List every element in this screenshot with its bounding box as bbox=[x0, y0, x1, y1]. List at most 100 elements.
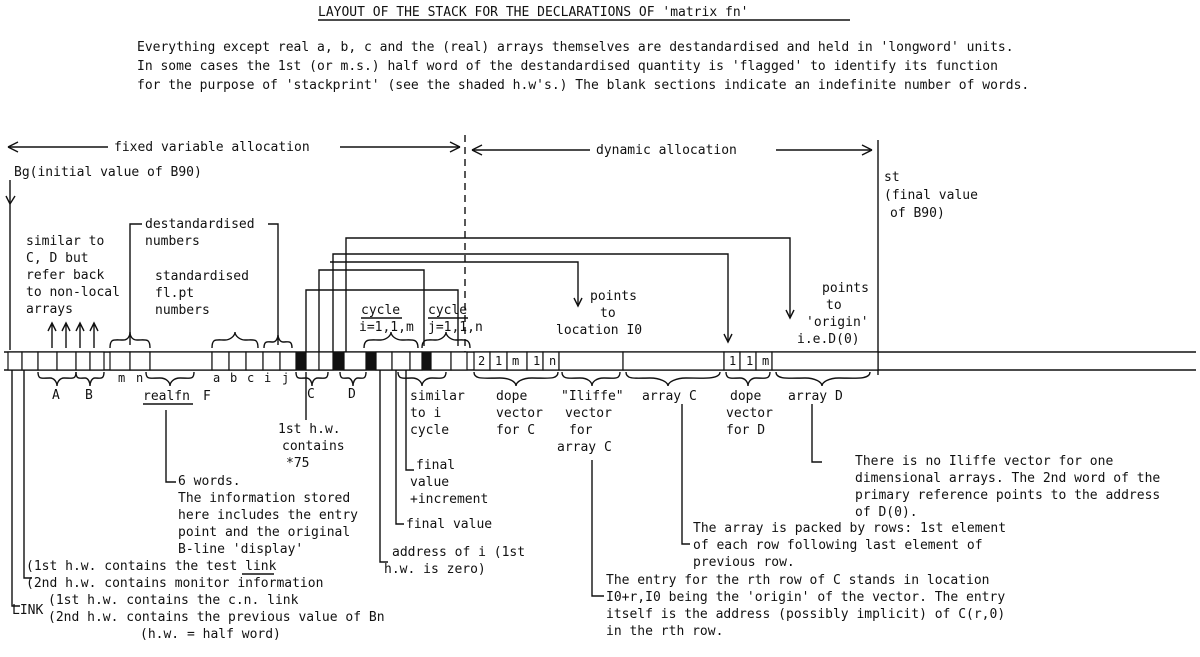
dynamic-arrow-left-head bbox=[471, 144, 483, 156]
fixed-arrow-left-head bbox=[7, 141, 19, 153]
similar-label-2: C, D but bbox=[26, 251, 89, 266]
standardised-label-1: standardised bbox=[155, 269, 249, 284]
destandardised-pointer-right bbox=[268, 223, 279, 345]
stack-cell-4 bbox=[75, 351, 91, 371]
iliffe-note-3: primary reference points to the address bbox=[855, 488, 1160, 503]
stack-cell-21 bbox=[391, 351, 411, 371]
intro-line-3: for the purpose of 'stackprint' (see the… bbox=[137, 78, 1029, 93]
entry-note-1: The entry for the rth row of C stands in… bbox=[606, 573, 990, 588]
final-value-pointer bbox=[395, 370, 404, 525]
label-B: B bbox=[85, 388, 93, 403]
iliffe-label-4: array C bbox=[557, 440, 612, 455]
packed-note-pointer bbox=[681, 404, 690, 545]
pointer-to-dope-d-head bbox=[723, 333, 733, 344]
link-note-3: (h.w. = half word) bbox=[140, 627, 281, 642]
points-i0-label-2: to bbox=[600, 306, 616, 321]
points-i0-label-1: points bbox=[590, 289, 637, 304]
stack-cell-31 bbox=[558, 351, 624, 371]
iliffe-label-1: "Iliffe" bbox=[561, 389, 624, 404]
six-words-5: B-line 'display' bbox=[178, 542, 303, 557]
destandardised-label-1: destandardised bbox=[145, 217, 255, 232]
fixed-allocation-label: fixed variable allocation bbox=[114, 140, 310, 155]
st-label-1: st bbox=[884, 170, 900, 185]
first-hw-3: *75 bbox=[286, 456, 309, 471]
similar-i-2: to i bbox=[410, 406, 441, 421]
test-link-2: (2nd h.w. contains monitor information bbox=[26, 576, 323, 591]
shaded-half-word-17 bbox=[332, 351, 345, 371]
label-D: D bbox=[348, 387, 356, 402]
stack-cell-18 bbox=[343, 351, 367, 371]
stack-cell-25 bbox=[450, 351, 468, 371]
dynamic-arrow-right-head bbox=[861, 144, 873, 156]
fixed-arrow-right-head bbox=[449, 141, 461, 153]
pointer-outer-1 bbox=[305, 289, 459, 352]
stack-cell-8 bbox=[149, 351, 213, 371]
stack-cell-2 bbox=[37, 351, 58, 371]
dope-d-cell-2: 1 bbox=[746, 354, 753, 368]
destandardised-pointer bbox=[129, 223, 142, 345]
cell-label-j: j bbox=[282, 371, 289, 385]
lower-braces bbox=[37, 371, 871, 387]
link-label: LINK bbox=[12, 603, 43, 618]
similar-label-4: to non-local bbox=[26, 285, 120, 300]
shaded-half-word-14 bbox=[295, 351, 307, 371]
six-words-3: here includes the entry bbox=[178, 508, 358, 523]
cycle-j-range: j=1,1,n bbox=[428, 320, 483, 335]
cell-label-i: i bbox=[264, 371, 271, 385]
stack-cell-5 bbox=[89, 351, 105, 371]
dope-c-cell-5: n bbox=[549, 354, 556, 368]
bg-pointer-head bbox=[5, 195, 16, 206]
entry-note-4: in the rth row. bbox=[606, 624, 723, 639]
bg-label: Bg(initial value of B90) bbox=[14, 165, 202, 180]
array-d-label: array D bbox=[788, 389, 843, 404]
points-origin-label-2: to bbox=[826, 298, 842, 313]
first-hw-1: 1st h.w. bbox=[278, 422, 341, 437]
points-origin-label-4: i.e.D(0) bbox=[797, 332, 860, 347]
st-label-3: of B90) bbox=[890, 206, 945, 221]
stack-cell-1 bbox=[21, 351, 39, 371]
six-words-pointer bbox=[165, 410, 176, 483]
iliffe-label-3: for bbox=[569, 423, 593, 438]
dope-c-cell-3: m bbox=[512, 354, 519, 368]
cell-label-m: m bbox=[118, 371, 125, 385]
stack-cell-3 bbox=[56, 351, 77, 371]
shaded-half-word-19 bbox=[365, 351, 377, 371]
pointer-to-i0 bbox=[330, 261, 579, 306]
shaded-half-word-23 bbox=[421, 351, 432, 371]
address-i-pointer bbox=[379, 370, 388, 563]
final-inc-1: final bbox=[416, 458, 455, 473]
iliffe-note-pointer bbox=[811, 404, 822, 463]
intro-line-1: Everything except real a, b, c and the (… bbox=[137, 40, 1014, 55]
final-value-label: final value bbox=[406, 517, 492, 532]
label-F: F bbox=[203, 389, 211, 404]
address-i-1: address of i (1st bbox=[392, 545, 525, 560]
first-hw-2: contains bbox=[282, 439, 345, 454]
final-inc-2: value bbox=[410, 475, 449, 490]
packed-note-2: of each row following last element of bbox=[693, 538, 983, 553]
array-c-label: array C bbox=[642, 389, 697, 404]
page-title: LAYOUT OF THE STACK FOR THE DECLARATIONS… bbox=[318, 5, 748, 20]
six-words-4: point and the original bbox=[178, 525, 350, 540]
stack-cell-16 bbox=[318, 351, 334, 371]
dope-c-label-3: for C bbox=[496, 423, 535, 438]
upper-braces bbox=[109, 331, 471, 349]
test-link-1: (1st h.w. contains the test link bbox=[26, 559, 277, 574]
standardised-label-3: numbers bbox=[155, 303, 210, 318]
final-inc-pointer bbox=[405, 370, 414, 471]
stack-cell-12 bbox=[262, 351, 281, 371]
label-realfn: realfn bbox=[143, 389, 190, 404]
iliffe-note-1: There is no Iliffe vector for one bbox=[855, 454, 1113, 469]
test-link-pointer bbox=[23, 370, 32, 579]
st-label-2: (final value bbox=[884, 188, 978, 203]
stack-cell-9 bbox=[211, 351, 230, 371]
similar-label-1: similar to bbox=[26, 234, 104, 249]
link-pointer bbox=[11, 370, 20, 607]
dope-d-label-3: for D bbox=[726, 423, 765, 438]
stack-cell-0 bbox=[7, 351, 23, 371]
similar-i-1: similar bbox=[410, 389, 465, 404]
dope-d-label-1: dope bbox=[730, 389, 761, 404]
link-note-1: (1st h.w. contains the c.n. link bbox=[48, 593, 299, 608]
destandardised-label-2: numbers bbox=[145, 234, 200, 249]
dope-c-cell-1: 2 bbox=[478, 354, 485, 368]
